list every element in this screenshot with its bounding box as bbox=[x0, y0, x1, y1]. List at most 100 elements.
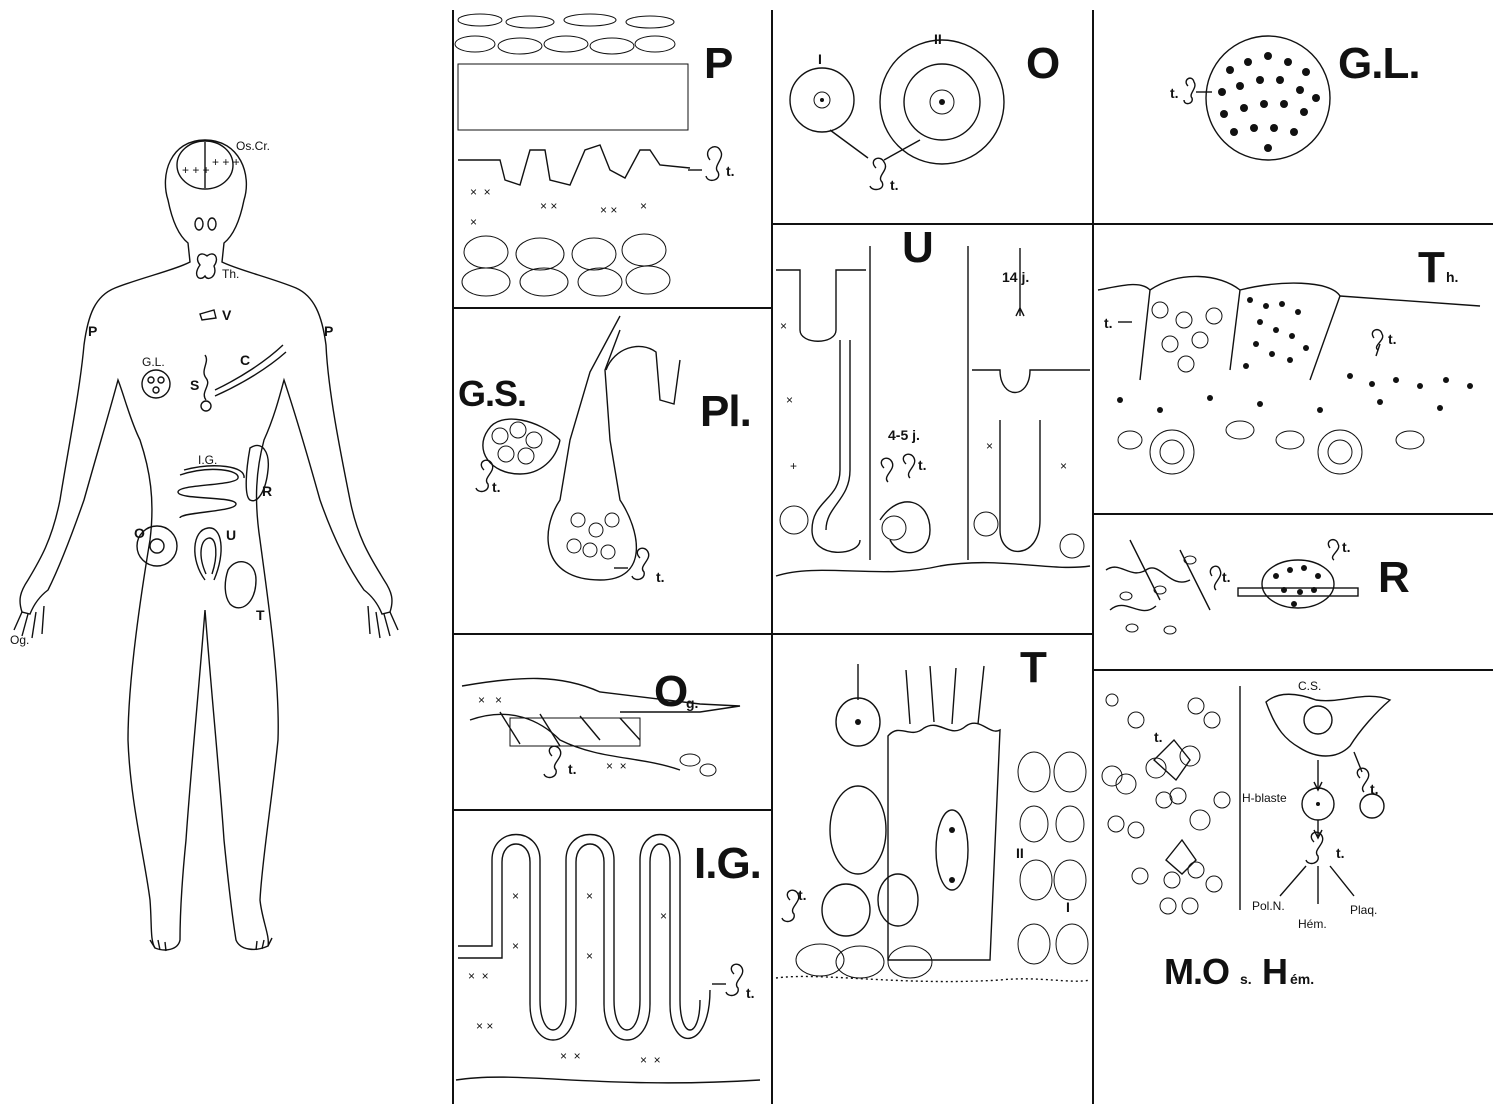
panel-t: t. I II T bbox=[776, 643, 1090, 982]
panel-gl-title: G.L. bbox=[1338, 39, 1420, 88]
panel-r-cell-label-2: t. bbox=[1342, 539, 1351, 555]
panel-mo: C.S. H-blaste t. t. t. Pol.N. Hém. Plaq.… bbox=[1102, 679, 1390, 992]
panel-og-title-main: O bbox=[654, 667, 687, 716]
panel-o-stage-2: II bbox=[934, 31, 942, 47]
panel-og-cell-label: t. bbox=[568, 761, 577, 777]
svg-text:× ×: × × bbox=[606, 759, 627, 773]
svg-text:×: × bbox=[470, 215, 477, 229]
panel-grid bbox=[453, 10, 1493, 1104]
panel-t-stage-1: I bbox=[1066, 899, 1070, 915]
panel-mo-caption-a: M.O bbox=[1164, 951, 1229, 992]
panel-mo-cell-label-2: t. bbox=[1370, 781, 1379, 797]
svg-text:+ + +: + + + bbox=[212, 155, 240, 169]
panel-t-cell-label: t. bbox=[798, 887, 807, 903]
label-v: V bbox=[222, 307, 232, 323]
svg-text:× ×: × × bbox=[470, 185, 491, 199]
svg-text:×: × bbox=[1060, 459, 1067, 473]
panel-u: 4-5 j. 14 j. t. U × × + × × bbox=[776, 223, 1090, 576]
label-s: S bbox=[190, 377, 199, 393]
svg-text:× ×: × × bbox=[468, 969, 489, 983]
label-p-left: P bbox=[88, 323, 97, 339]
label-gl: G.L. bbox=[142, 355, 165, 369]
panel-mo-out-2: Hém. bbox=[1298, 917, 1327, 931]
panel-t-stage-2: II bbox=[1016, 845, 1024, 861]
panel-ig: × × × × × × × × × × × × × t. I.G. bbox=[456, 835, 761, 1083]
label-u: U bbox=[226, 527, 236, 543]
panel-mo-out-3: Plaq. bbox=[1350, 903, 1377, 917]
panel-mo-cs-label: C.S. bbox=[1298, 679, 1321, 693]
svg-text:+ + +: + + + bbox=[182, 163, 210, 177]
panel-o-stage-1: I bbox=[818, 51, 822, 67]
svg-text:× ×: × × bbox=[540, 199, 557, 213]
panel-r-title: R bbox=[1378, 553, 1409, 602]
svg-text:+: + bbox=[790, 459, 797, 473]
panel-o-cell-label: t. bbox=[890, 177, 899, 193]
panel-gl-cell-label: t. bbox=[1170, 85, 1179, 101]
panel-o-title: O bbox=[1026, 39, 1059, 88]
label-os-cr: Os.Cr. bbox=[236, 139, 270, 153]
panel-og-title-sub: g. bbox=[686, 695, 698, 711]
p-cell-layer bbox=[455, 14, 688, 130]
svg-text:×: × bbox=[986, 439, 993, 453]
panel-mo-cell-label-3: t. bbox=[1336, 845, 1345, 861]
svg-text:× ×: × × bbox=[478, 693, 502, 707]
panel-p-title: P bbox=[704, 39, 732, 88]
panel-pl: G.S. t. t. Pl. bbox=[458, 316, 751, 585]
th-dots bbox=[1117, 297, 1473, 413]
panel-mo-caption-d: ém. bbox=[1290, 971, 1314, 987]
panel-mo-caption-b: s. bbox=[1240, 971, 1252, 987]
mo-marrow-cells bbox=[1102, 694, 1230, 914]
label-thymus: Th. bbox=[222, 267, 239, 281]
label-og: Og. bbox=[10, 633, 29, 647]
label-c: C bbox=[240, 352, 250, 368]
panel-mo-cell-label-1: t. bbox=[1154, 729, 1163, 745]
panel-u-time-2: 14 j. bbox=[1002, 269, 1029, 285]
panel-pl-title: Pl. bbox=[700, 387, 751, 436]
svg-text:×: × bbox=[660, 909, 667, 923]
label-r: R bbox=[262, 483, 272, 499]
body-outline bbox=[14, 140, 398, 951]
panel-r-cell-label-1: t. bbox=[1222, 569, 1231, 585]
panel-mo-hblaste-label: H-blaste bbox=[1242, 791, 1287, 805]
p-lower-cells bbox=[462, 234, 670, 296]
label-ig: I.G. bbox=[198, 453, 217, 467]
panel-gl: t. G.L. bbox=[1170, 36, 1420, 160]
panel-p: × × × × × × × × P t. bbox=[455, 14, 735, 296]
panel-u-time-1: 4-5 j. bbox=[888, 427, 920, 443]
svg-text:×: × bbox=[786, 393, 793, 407]
panel-ig-cell-label: t. bbox=[746, 985, 755, 1001]
panel-mo-out-1: Pol.N. bbox=[1252, 899, 1285, 913]
panel-pl-cell-label-2: t. bbox=[656, 569, 665, 585]
svg-text:× ×: × × bbox=[560, 1049, 581, 1063]
panel-th-title-main: T bbox=[1418, 243, 1445, 292]
panel-th-cell-label-2: t. bbox=[1388, 331, 1397, 347]
ig-crosses: × × × × × × × × × × × × × bbox=[468, 889, 667, 1067]
svg-text:× ×: × × bbox=[476, 1019, 493, 1033]
pl-cells bbox=[492, 422, 619, 559]
panel-p-cell-label: t. bbox=[726, 163, 735, 179]
label-t: T bbox=[256, 607, 265, 623]
svg-text:×: × bbox=[512, 889, 519, 903]
panel-mo-caption-c: H bbox=[1262, 951, 1287, 992]
panel-og: t. O g. × × × × bbox=[462, 667, 740, 777]
svg-text:×: × bbox=[586, 949, 593, 963]
svg-text:× ×: × × bbox=[600, 203, 617, 217]
svg-text:× ×: × × bbox=[640, 1053, 661, 1067]
panel-pl-cell-label-1: t. bbox=[492, 479, 501, 495]
panel-ig-title: I.G. bbox=[694, 839, 761, 888]
label-p-right: P bbox=[324, 323, 333, 339]
panel-u-title: U bbox=[902, 223, 933, 272]
svg-text:×: × bbox=[780, 319, 787, 333]
panel-t-title: T bbox=[1020, 643, 1047, 692]
svg-text:×: × bbox=[512, 939, 519, 953]
panel-u-cell-label: t. bbox=[918, 457, 927, 473]
panel-o: I II t. O bbox=[790, 31, 1059, 193]
panel-r: t. t. R bbox=[1106, 539, 1409, 634]
p-crosses: × × × × × × × × bbox=[470, 185, 647, 229]
svg-text:×: × bbox=[640, 199, 647, 213]
panel-pl-gs-label: G.S. bbox=[458, 373, 526, 414]
svg-text:×: × bbox=[586, 889, 593, 903]
panel-th: t. t. T h. bbox=[1098, 243, 1480, 474]
panel-th-cell-label-1: t. bbox=[1104, 315, 1113, 331]
